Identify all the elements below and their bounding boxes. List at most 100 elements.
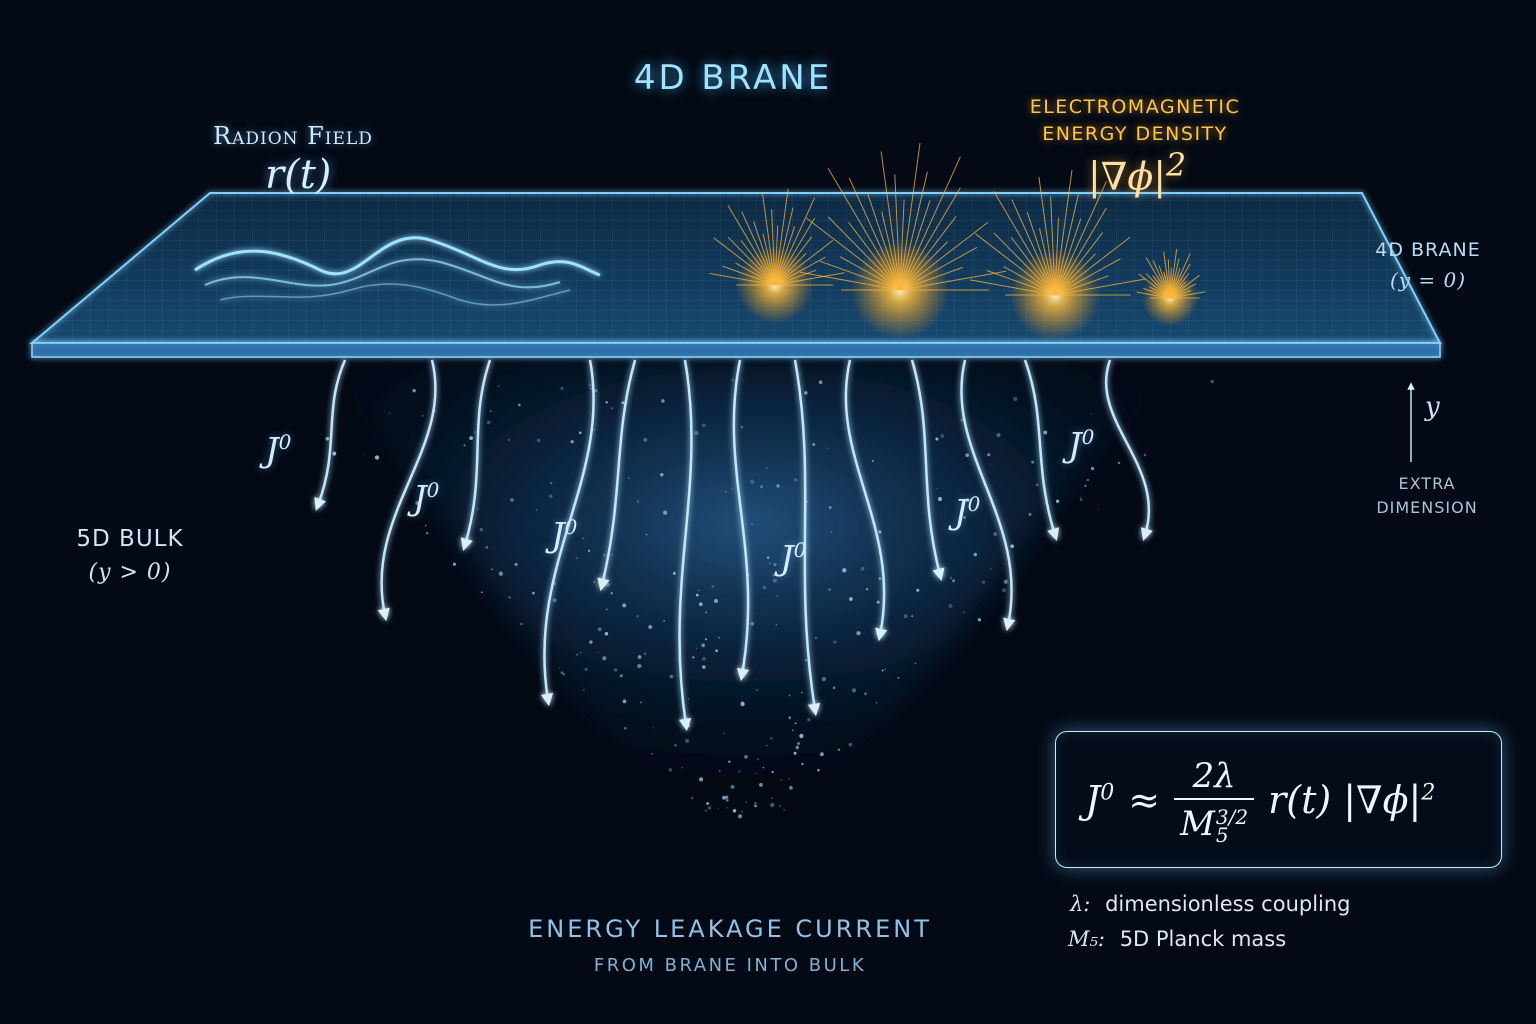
spark-ray bbox=[827, 168, 901, 291]
spark-ray bbox=[899, 171, 928, 291]
bulk-particle bbox=[1090, 413, 1093, 415]
equation-den-sub: 5 bbox=[1215, 823, 1229, 847]
spark-ray bbox=[1169, 253, 1191, 299]
spark-ray bbox=[839, 256, 901, 291]
spark-ray bbox=[740, 240, 776, 286]
bulk-particle bbox=[801, 762, 804, 766]
bulk-particle bbox=[705, 611, 707, 614]
bulk-particle bbox=[814, 636, 818, 640]
bulk-particle bbox=[791, 729, 794, 731]
spark-ray bbox=[848, 221, 901, 291]
bulk-particle bbox=[799, 733, 804, 739]
bulk-particle bbox=[507, 438, 511, 442]
current-symbol: J bbox=[413, 478, 427, 519]
bulk-particle bbox=[636, 500, 640, 503]
spark-ray bbox=[894, 174, 901, 291]
bulk-particle bbox=[938, 497, 942, 501]
bulk-particle bbox=[864, 692, 867, 695]
extra-dimension-label: EXTRA DIMENSION bbox=[1362, 472, 1492, 520]
leakage-streamlines bbox=[314, 359, 1153, 732]
bulk-particle bbox=[842, 568, 847, 573]
bulk-particle bbox=[723, 732, 725, 734]
bulk-particle bbox=[701, 423, 706, 428]
current-label-3: J0 bbox=[551, 515, 577, 555]
bulk-particle bbox=[593, 581, 596, 583]
spark-ray bbox=[753, 221, 776, 286]
current-streamline bbox=[844, 359, 888, 642]
radion-field-symbol: r(t) bbox=[265, 152, 332, 198]
bulk-particle bbox=[535, 509, 538, 511]
bulk-particle bbox=[766, 744, 768, 747]
bulk-particle bbox=[783, 808, 786, 811]
spark-ray bbox=[899, 266, 963, 291]
bulk-particle bbox=[619, 674, 623, 678]
spark-ray bbox=[827, 216, 901, 291]
equation-den-sup: 3/2 bbox=[1215, 805, 1249, 829]
bulk-particle bbox=[738, 770, 741, 773]
bulk-particle bbox=[718, 769, 721, 772]
spark-ray bbox=[899, 199, 905, 291]
bulk-particle bbox=[963, 611, 965, 614]
spark-ray bbox=[1054, 207, 1107, 296]
bulk-particle bbox=[611, 407, 614, 410]
bulk-particle bbox=[724, 490, 727, 493]
bulk-particle bbox=[602, 553, 606, 557]
spark-ray bbox=[993, 232, 1056, 296]
bulk-particle bbox=[754, 801, 757, 805]
bulk-particle bbox=[509, 497, 514, 502]
spark-ray bbox=[1038, 176, 1056, 296]
spark-ray bbox=[866, 192, 901, 291]
bulk-particle bbox=[963, 516, 966, 519]
bulk-particle bbox=[704, 638, 708, 641]
bulk-particle bbox=[755, 772, 757, 775]
bulk-particle bbox=[602, 656, 607, 661]
bulk-particle bbox=[750, 479, 755, 484]
bulk-particle bbox=[452, 562, 456, 566]
bulk-particle bbox=[1013, 396, 1018, 402]
bulk-particle bbox=[480, 591, 483, 594]
bulk-particle bbox=[701, 643, 706, 648]
bulk-particle bbox=[611, 554, 613, 556]
em-sparks bbox=[709, 143, 1206, 341]
legend-item-planck-mass: M₅: 5D Planck mass bbox=[1068, 927, 1286, 951]
spark-ray bbox=[1054, 258, 1121, 296]
bulk-particle bbox=[560, 671, 564, 675]
bulk-particle bbox=[837, 748, 841, 751]
bulk-particle bbox=[698, 589, 700, 591]
bulk-particle bbox=[952, 579, 956, 583]
current-label-6: J0 bbox=[1068, 425, 1094, 465]
spark-ray bbox=[899, 200, 931, 291]
bulk-particle bbox=[590, 387, 592, 390]
spark-ray bbox=[899, 143, 921, 291]
current-streamline bbox=[540, 359, 595, 707]
current-streamline bbox=[678, 359, 693, 732]
bulk-particle bbox=[550, 482, 553, 485]
bulk-particle bbox=[993, 532, 997, 536]
bulk-particle bbox=[884, 668, 887, 671]
spark-ray bbox=[1136, 291, 1171, 299]
spark-ray bbox=[762, 194, 776, 286]
bulk-particle bbox=[476, 508, 479, 510]
bulk-particle bbox=[570, 440, 574, 444]
bulk-particle bbox=[605, 401, 608, 404]
extra-dimension-line-2: DIMENSION bbox=[1376, 498, 1478, 517]
brane-side-name: 4D BRANE bbox=[1375, 239, 1481, 261]
bulk-particle bbox=[875, 702, 878, 704]
bulk-particle bbox=[916, 588, 920, 592]
bulk-particle bbox=[362, 453, 365, 455]
bulk-particle bbox=[374, 455, 380, 460]
legend-item-lambda: λ: dimensionless coupling bbox=[1070, 892, 1351, 916]
bulk-particle bbox=[775, 624, 778, 626]
bulk-particle bbox=[721, 795, 727, 800]
bulk-particle bbox=[1043, 430, 1048, 435]
bulk-particle bbox=[866, 588, 869, 591]
spark-ray bbox=[762, 233, 776, 286]
bulk-particle bbox=[687, 698, 690, 700]
bulk-particle bbox=[434, 410, 436, 412]
spark-ray bbox=[899, 241, 948, 291]
bulk-particle bbox=[771, 770, 774, 774]
brane-plane bbox=[29, 192, 1442, 358]
spark-ray bbox=[974, 233, 1056, 296]
bulk-particle bbox=[817, 768, 820, 772]
bulk-particle bbox=[463, 444, 466, 447]
